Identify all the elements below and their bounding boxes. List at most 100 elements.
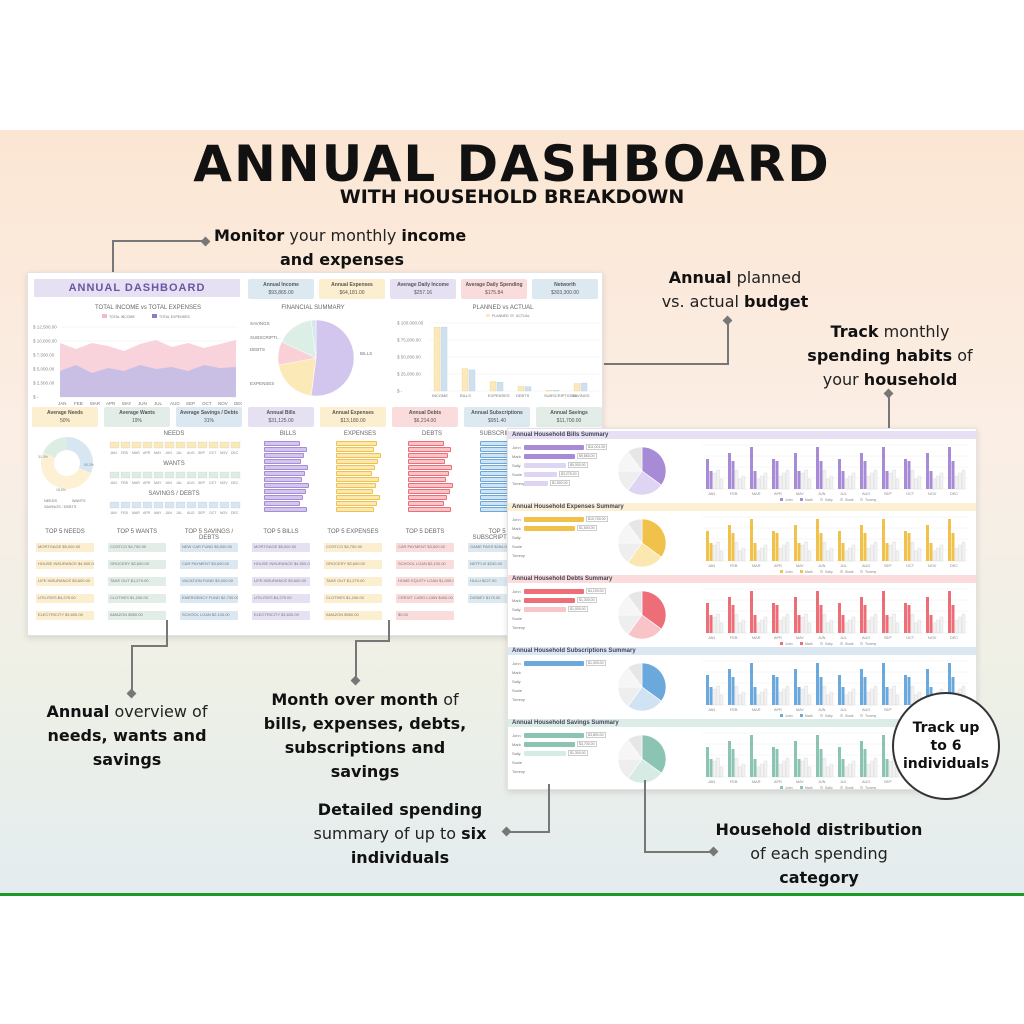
x-tick-label: DEC [231, 511, 239, 515]
month-bar [750, 735, 753, 777]
kpi-label: Average Needs [47, 410, 83, 416]
month-bar [728, 669, 731, 705]
top-list-item: LIFE INSURANCE $3,600.00 [252, 577, 310, 586]
month-bar [829, 475, 834, 490]
month-bar [753, 615, 757, 633]
month-bar [264, 507, 307, 512]
mini-bar [186, 471, 197, 479]
mini-bar [197, 501, 208, 509]
month-bar [951, 605, 955, 633]
month-bar [873, 685, 878, 706]
planned-bar [433, 326, 441, 392]
month-bar [904, 603, 907, 633]
legend-label: Sally [825, 498, 833, 502]
month-bar [885, 471, 889, 489]
mini-bar [142, 471, 153, 479]
x-tick-label: SEP [186, 401, 195, 406]
month-bar [797, 615, 801, 633]
x-tick-label: FEB [730, 708, 738, 712]
kpi-card: Average Daily Income$257.16 [390, 279, 456, 299]
x-tick-label: AUG [187, 451, 195, 455]
month-bar [951, 461, 955, 489]
month-bar [885, 615, 889, 633]
kpi-value: $951.40 [487, 418, 507, 424]
x-tick-label: EXPENSES [488, 393, 510, 397]
x-tick-label: SEP [884, 636, 892, 640]
month-bar [408, 441, 444, 446]
x-tick-label: SEP [884, 492, 892, 496]
month-bar [264, 483, 309, 488]
person-name: Mark [512, 670, 521, 675]
legend-label: TOTAL EXPENSES [159, 315, 190, 319]
kpi-label: Networth [554, 282, 576, 288]
x-tick-label: MAR [752, 708, 761, 712]
person-name: Susie [512, 544, 523, 549]
kpi-value: $64,181.00 [339, 290, 365, 296]
month-bar [882, 591, 885, 633]
month-bar [816, 447, 819, 489]
month-bar [750, 519, 753, 561]
month-bar [904, 675, 907, 705]
kpi-label: Annual Income [263, 282, 299, 288]
month-bar [804, 757, 808, 778]
month-bar [932, 550, 937, 562]
month-bar [800, 544, 805, 562]
x-tick-label: JAN [110, 451, 117, 455]
connector-line [506, 831, 550, 833]
month-bar [753, 471, 757, 489]
month-bar [816, 519, 819, 561]
month-bar [264, 489, 306, 494]
legend-label: John [785, 570, 793, 574]
legend-label: ACTUAL [516, 314, 530, 318]
household-pie [617, 518, 667, 568]
x-tick-label: OCT [202, 401, 212, 406]
month-bar [907, 677, 911, 705]
month-bar [408, 489, 450, 494]
mini-bar [164, 441, 175, 449]
planned-bar [461, 368, 469, 392]
x-tick-label: BILLS [460, 393, 471, 397]
top-list-title: TOP 5 EXPENSES [327, 529, 379, 535]
person-name: Tommy [512, 481, 525, 486]
x-tick-label: APR [774, 708, 782, 712]
month-bar [264, 441, 300, 446]
month-bar [939, 472, 944, 490]
x-tick-label: JUL [176, 451, 182, 455]
month-bar [848, 691, 852, 706]
top-list-item: HOME EQUITY LOAN $1,000.00 [396, 577, 454, 586]
pie-slice [641, 590, 667, 630]
month-bar [910, 469, 915, 490]
donut-legend: WANTS [72, 499, 86, 503]
person-bar [524, 526, 575, 531]
month-bar [778, 547, 783, 562]
month-bar [804, 613, 808, 634]
kpi-card: Average Daily Spending$175.84 [461, 279, 527, 299]
month-bar [914, 478, 918, 490]
connector-line [166, 620, 168, 647]
y-tick-label: $ - [33, 395, 39, 400]
legend-label: Sally [825, 642, 833, 646]
month-bar [336, 489, 373, 494]
month-bar [706, 531, 709, 561]
x-tick-label: OCT [906, 636, 915, 640]
household-pie [617, 590, 667, 640]
month-bar [804, 469, 808, 490]
month-bar [807, 550, 812, 562]
month-bar [829, 619, 834, 634]
legend-label: Tommy [865, 570, 877, 574]
month-bar [763, 616, 768, 634]
person-amount: $1,000.00 [586, 660, 606, 666]
month-bar [778, 691, 783, 706]
column-title: EXPENSES [343, 431, 377, 437]
month-bar [760, 475, 764, 490]
mini-bar [208, 441, 219, 449]
month-bar [822, 757, 827, 778]
legend-swatch [800, 570, 803, 573]
kpi-label: Annual Debts [408, 410, 442, 416]
kpi-card: Annual Debts$6,214.00 [392, 407, 458, 427]
x-tick-label: APR [774, 564, 782, 568]
x-tick-label: JUN [165, 511, 172, 515]
month-bar [336, 471, 372, 476]
top-list-item: SCHOOL LOAN $2,100.00 [396, 560, 454, 569]
month-bar [797, 687, 801, 705]
